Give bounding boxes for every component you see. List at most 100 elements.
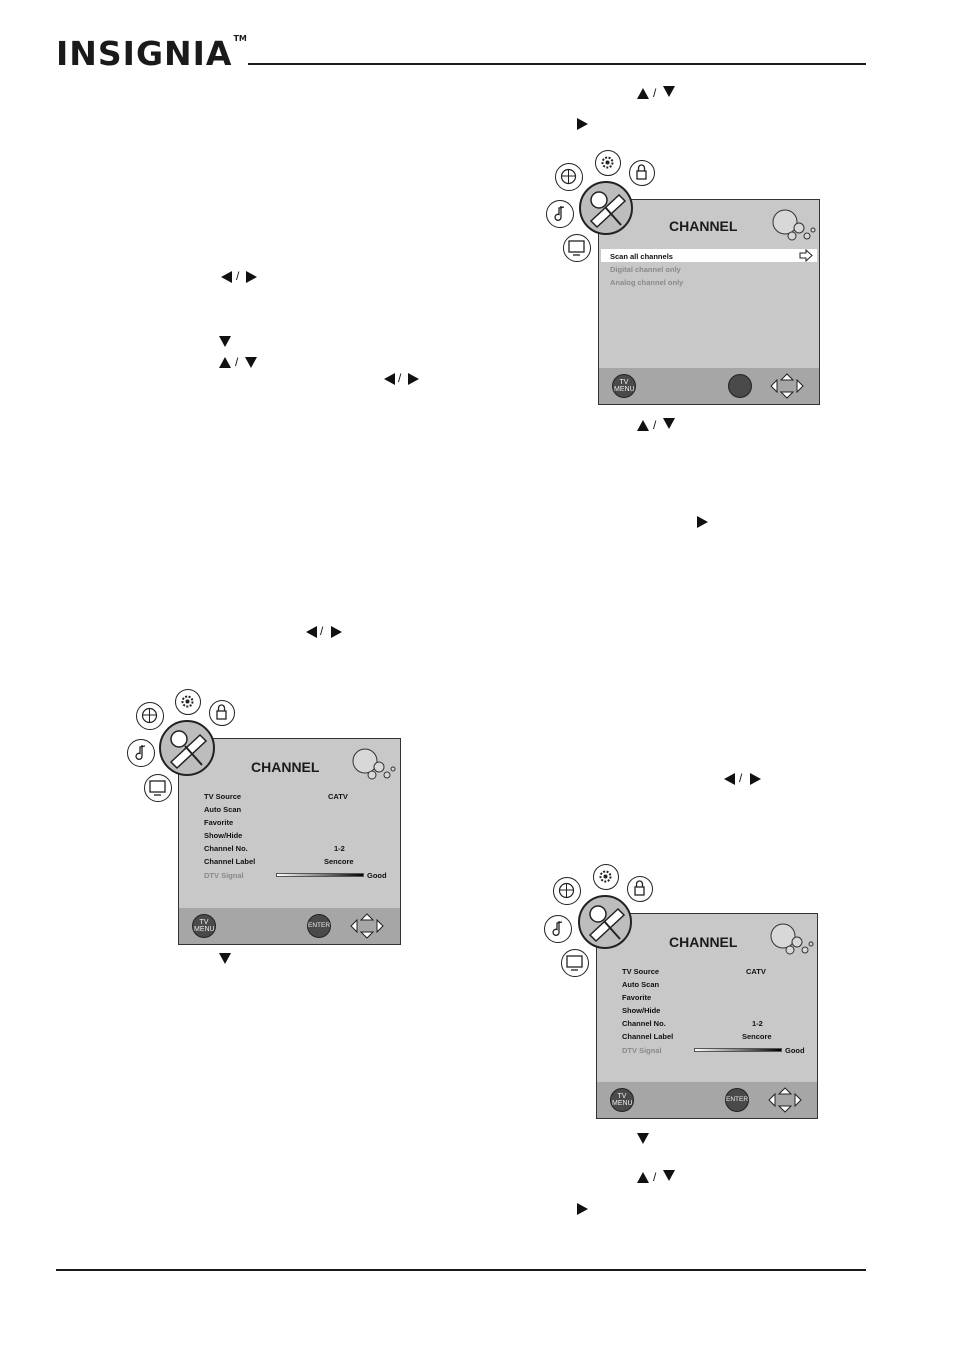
globe-icon [553,877,581,905]
bubbles-icon [770,923,814,955]
up-arrow-icon [219,357,231,368]
enter-button[interactable]: ENTER [725,1088,749,1112]
favorite-label[interactable]: Favorite [204,818,234,827]
bubbles-icon [772,209,816,241]
globe-icon [555,163,583,191]
bubbles-icon [352,748,396,780]
option-digital-only[interactable]: Digital channel only [610,265,681,274]
music-note-icon [127,739,155,767]
down-arrow-icon [663,86,675,97]
channel-no-value: 1-2 [334,844,345,853]
tv-menu-button[interactable]: TV MENU [610,1088,634,1112]
channel-no-value: 1-2 [752,1019,763,1028]
tv-screen-icon [563,234,591,262]
tv-screen-icon [144,774,172,802]
dtv-signal-label: DTV Signal [622,1046,662,1055]
music-note-icon [544,915,572,943]
dtv-signal-bar [694,1048,782,1052]
show-hide-label[interactable]: Show/Hide [204,831,243,840]
tv-menu-label: TV MENU [612,1093,633,1107]
tv-menu-label: TV MENU [614,379,635,393]
up-arrow-icon [637,88,649,99]
up-arrow-icon [637,1172,649,1183]
right-arrow-icon [331,626,342,638]
right-arrow-icon [408,373,419,385]
dtv-signal-bar [276,873,364,877]
tv-source-label[interactable]: TV Source [622,967,660,976]
left-arrow-icon [724,773,735,785]
right-arrow-icon [246,271,257,283]
enter-button[interactable]: ENTER [307,914,331,938]
globe-icon [136,702,164,730]
enter-label: ENTER [725,1095,749,1103]
channel-satellite-icon [159,720,215,776]
right-arrow-icon [697,516,708,528]
show-hide-label[interactable]: Show/Hide [622,1006,661,1015]
channel-no-label[interactable]: Channel No. [622,1019,666,1028]
brand-logo: INSIGNIATM [56,34,247,73]
channel-label-label[interactable]: Channel Label [204,857,256,866]
right-arrow-icon [577,118,588,130]
down-arrow-icon [219,953,231,964]
up-arrow-icon [637,420,649,431]
tv-menu-button[interactable]: TV MENU [192,914,216,938]
channel-scan-osd: CHANNEL Scan all channels Digital channe… [545,148,825,408]
dtv-signal-label: DTV Signal [204,871,244,880]
channel-menu-osd-left: CHANNEL TV Source CATV Auto Scan Favorit… [126,688,406,950]
slash-separator: / [653,86,657,100]
tv-source-label[interactable]: TV Source [204,792,242,801]
gear-icon [595,150,621,176]
option-analog-only[interactable]: Analog channel only [610,278,684,287]
enter-arrow-icon [799,249,813,262]
slash-separator: / [236,269,240,283]
channel-no-label[interactable]: Channel No. [204,844,248,853]
channel-label-label[interactable]: Channel Label [622,1032,674,1041]
auto-scan-label[interactable]: Auto Scan [204,805,242,814]
dtv-signal-value: Good [785,1046,805,1055]
osd-title: CHANNEL [669,218,738,234]
auto-scan-label[interactable]: Auto Scan [622,980,660,989]
right-arrow-icon [577,1203,588,1215]
channel-label-value: Sencore [324,857,354,866]
channel-label-value: Sencore [742,1032,772,1041]
osd-footer: TV MENU ENTER [597,1082,817,1118]
trademark-mark: TM [233,34,247,43]
down-arrow-icon [637,1133,649,1144]
right-arrow-icon [750,773,761,785]
osd-footer: TV MENU ENTER [179,908,400,944]
direction-pad-icon [770,373,804,399]
down-arrow-icon [245,357,257,368]
lock-icon [629,160,655,186]
slash-separator: / [653,1170,657,1184]
enter-button[interactable] [728,374,752,398]
slash-separator: / [653,418,657,432]
osd-footer: TV MENU [599,368,819,404]
footer-rule [56,1269,866,1271]
direction-pad-icon [350,913,384,939]
gear-icon [593,864,619,890]
header-rule [248,63,866,65]
channel-satellite-icon [579,181,633,235]
tv-source-value: CATV [328,792,348,801]
down-arrow-icon [663,418,675,429]
favorite-label[interactable]: Favorite [622,993,652,1002]
slash-separator: / [235,355,239,369]
left-arrow-icon [221,271,232,283]
channel-satellite-icon [578,895,632,949]
music-note-icon [546,200,574,228]
down-arrow-icon [663,1170,675,1181]
enter-label: ENTER [307,921,331,929]
left-arrow-icon [384,373,395,385]
osd-title: CHANNEL [669,934,738,950]
slash-separator: / [739,771,743,785]
lock-icon [209,700,235,726]
lock-icon [627,876,653,902]
slash-separator: / [398,371,402,385]
slash-separator: / [320,624,324,638]
tv-menu-label: TV MENU [194,919,215,933]
channel-menu-osd-right: CHANNEL TV Source CATV Auto Scan Favorit… [543,862,823,1124]
tv-menu-button[interactable]: TV MENU [612,374,636,398]
tv-source-value: CATV [746,967,766,976]
tv-screen-icon [561,949,589,977]
option-scan-all[interactable]: Scan all channels [610,252,673,261]
